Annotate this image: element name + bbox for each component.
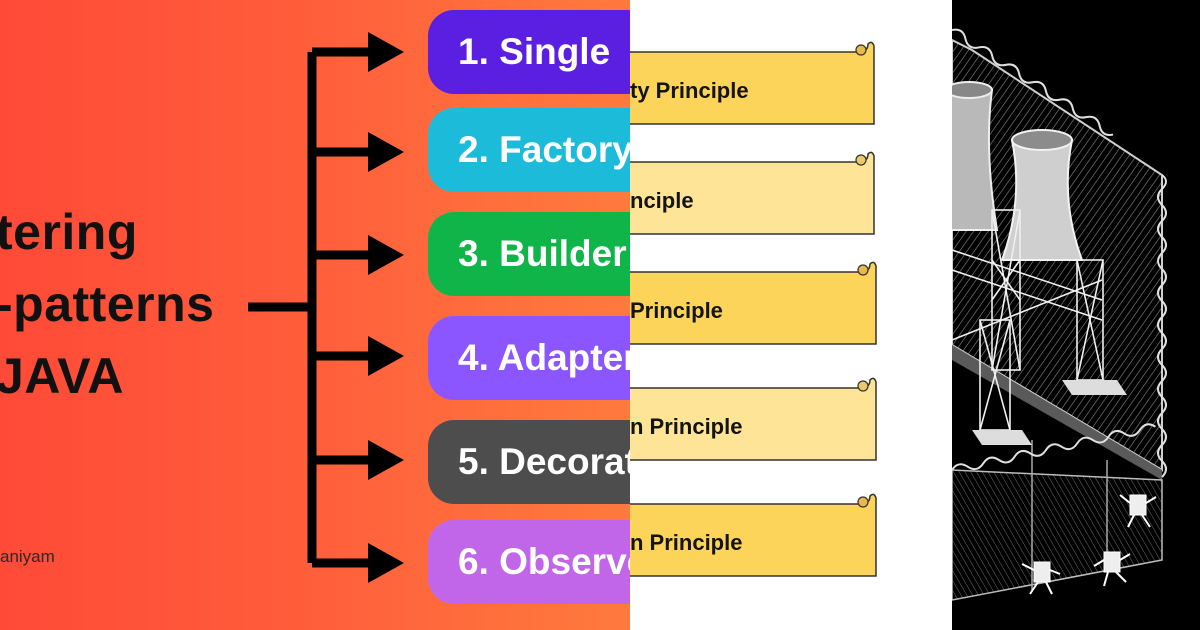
pattern-label: 1. Single bbox=[458, 31, 611, 72]
robot-icon bbox=[1021, 561, 1061, 595]
solid-principles-panel: ty Principle nciple Principle n Principl… bbox=[630, 0, 952, 630]
branch-arrows bbox=[248, 32, 404, 583]
principle-label: n Principle bbox=[630, 530, 743, 555]
title-line-2: -patterns bbox=[0, 276, 215, 332]
robot-icon bbox=[1119, 494, 1157, 528]
principle-label: nciple bbox=[630, 188, 694, 213]
arrowhead-icon bbox=[368, 32, 404, 72]
pattern-item-observer: 6. Observer bbox=[428, 520, 630, 604]
author-name: aniyam bbox=[0, 547, 55, 566]
pattern-item-factory: 2. Factory bbox=[428, 108, 630, 192]
principle-label: Principle bbox=[630, 298, 723, 323]
title-line-3: JAVA bbox=[0, 348, 124, 404]
scroll-banner-icon bbox=[630, 377, 877, 461]
pattern-label: 4. Adapter bbox=[458, 337, 630, 378]
power-plant-illustration bbox=[952, 28, 1167, 601]
pattern-label: 3. Builder bbox=[458, 233, 627, 274]
scroll-banner-icon bbox=[630, 261, 877, 345]
arrowhead-icon bbox=[368, 543, 404, 583]
scroll-banner-icon bbox=[630, 151, 875, 235]
pattern-label: 2. Factory bbox=[458, 129, 630, 170]
pattern-label: 6. Observer bbox=[458, 541, 630, 582]
front-wall bbox=[952, 469, 1163, 601]
scroll-banner-icon bbox=[630, 41, 875, 125]
principle-label: ty Principle bbox=[630, 78, 749, 103]
isometric-illustration bbox=[952, 0, 1200, 630]
arrowhead-icon bbox=[368, 235, 404, 275]
design-patterns-panel: tering -patterns JAVA aniyam 1. Single 2… bbox=[0, 0, 630, 630]
principle-label: n Principle bbox=[630, 414, 743, 439]
arrowhead-icon bbox=[368, 336, 404, 376]
scroll-banner-icon bbox=[630, 493, 877, 577]
arrowhead-icon bbox=[368, 132, 404, 172]
panel-title: tering -patterns JAVA bbox=[0, 196, 214, 412]
pattern-item-adapter: 4. Adapter bbox=[428, 316, 630, 400]
arrowhead-icon bbox=[368, 440, 404, 480]
pattern-item-decorator: 5. Decorator bbox=[428, 420, 630, 504]
cooling-tower bbox=[952, 89, 999, 231]
title-line-1: tering bbox=[0, 204, 138, 260]
robot-icon bbox=[1093, 551, 1131, 587]
pattern-label: 5. Decorator bbox=[458, 441, 630, 482]
pattern-item-singleton: 1. Single bbox=[428, 10, 630, 94]
pattern-item-builder: 3. Builder bbox=[428, 212, 630, 296]
floor bbox=[952, 345, 1162, 480]
